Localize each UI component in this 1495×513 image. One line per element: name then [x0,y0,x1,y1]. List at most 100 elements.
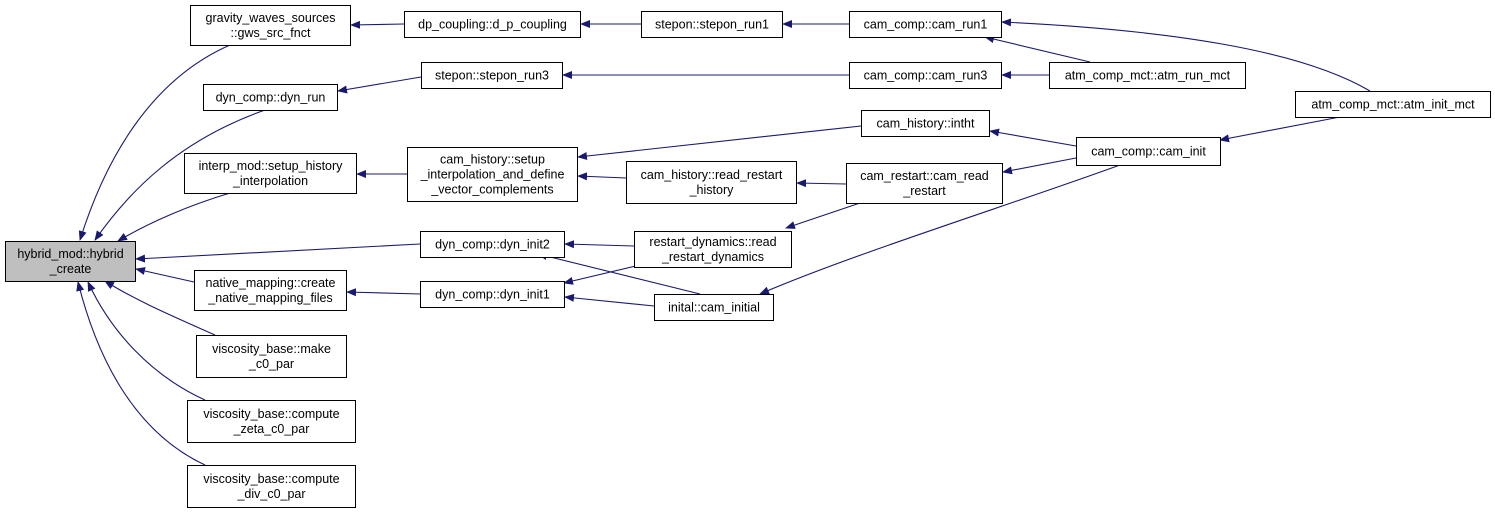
edge-dyn-init1-to-create-native-mapping-files [346,288,421,297]
node-cam-initial[interactable]: inital::cam_initial [654,294,774,321]
node-label: ::gws_src_fnct [231,26,311,40]
edge-compute-div-c0-par-to-hybrid-create [76,281,206,466]
node-atm-run-mct[interactable]: atm_comp_mct::atm_run_mct [1049,62,1246,89]
node-cam-read-restart[interactable]: cam_restart::cam_read_restart [846,163,1003,204]
node-label: stepon::stepon_run3 [435,69,549,83]
node-label: cam_comp::cam_run3 [864,69,988,83]
node-hybrid-create: hybrid_mod::hybrid_create [5,241,136,282]
edge-dyn-run-to-hybrid-create [94,109,266,241]
node-label: restart_dynamics::read [649,235,776,249]
node-label: atm_comp_mct::atm_init_mct [1311,98,1475,112]
node-box [407,147,578,202]
node-box [187,465,356,508]
edge-gws-src-fnct-to-hybrid-create [78,44,231,241]
node-box [420,231,565,258]
node-dyn-init2[interactable]: dyn_comp::dyn_init2 [420,231,565,258]
node-label: cam_comp::cam_init [1091,145,1206,159]
node-box [634,231,792,268]
node-create-native-mapping-files[interactable]: native_mapping::create_native_mapping_fi… [194,270,347,311]
node-label: cam_history::setup [440,153,545,167]
node-label: cam_history::read_restart [641,168,783,182]
node-gws-src-fnct[interactable]: gravity_waves_sources::gws_src_fnct [190,5,351,46]
node-box [846,163,1003,204]
node-label: inital::cam_initial [668,301,760,315]
node-box [404,11,581,38]
node-label: _vector_complements [430,183,553,197]
node-box [1076,137,1221,166]
edge-read-restart-dynamics-to-dyn-init2 [564,240,635,249]
node-intht[interactable]: cam_history::intht [861,110,990,137]
node-label: _zeta_c0_par [233,422,310,436]
edge-read-restart-history-to-setup-interp-vector [577,172,627,181]
node-box [421,62,563,89]
node-label: _interpolation [232,174,308,188]
node-dyn-init1[interactable]: dyn_comp::dyn_init1 [420,281,565,308]
edge-cam-init-to-cam-initial [759,164,1121,295]
node-box [641,11,783,38]
node-label: _native_mapping_files [207,291,332,305]
node-label: _restart_dynamics [661,250,764,264]
edge-compute-zeta-c0-par-to-hybrid-create [87,281,206,401]
edge-stepon-run3-to-dyn-run [337,76,422,94]
node-make-c0-par[interactable]: viscosity_base::make_c0_par [196,335,347,378]
node-box [849,62,1002,89]
node-box [849,11,1002,38]
node-label: _c0_par [248,357,294,371]
node-label: dyn_comp::dyn_init2 [435,238,550,252]
node-box [194,270,347,311]
node-stepon-run1[interactable]: stepon::stepon_run1 [641,11,783,38]
node-label: viscosity_base::compute [203,472,339,486]
node-compute-div-c0-par[interactable]: viscosity_base::compute_div_c0_par [187,465,356,508]
node-label: atm_comp_mct::atm_run_mct [1065,69,1231,83]
edge-cam-initial-to-dyn-init2 [537,252,701,295]
node-box [196,335,347,378]
node-box [203,84,338,111]
node-stepon-run3[interactable]: stepon::stepon_run3 [421,62,563,89]
node-read-restart-dynamics[interactable]: restart_dynamics::read_restart_dynamics [634,231,792,268]
node-label: dyn_comp::dyn_run [216,91,326,105]
node-label: _interpolation_and_define [420,168,565,182]
node-box [190,5,351,46]
edge-atm-init-mct-to-cam-init [1219,116,1341,143]
nodes-layer: hybrid_mod::hybrid_create gravity_waves_s… [5,5,1491,508]
edge-d-p-coupling-to-gws-src-fnct [350,20,405,29]
node-label: _div_c0_par [236,487,305,501]
node-read-restart-history[interactable]: cam_history::read_restart_history [626,161,797,204]
node-label: viscosity_base::compute [203,407,339,421]
node-box [5,241,136,282]
node-cam-run3[interactable]: cam_comp::cam_run3 [849,62,1002,89]
node-setup-interp-vector[interactable]: cam_history::setup_interpolation_and_def… [407,147,578,202]
node-label: hybrid_mod::hybrid [17,247,123,261]
edges-layer [76,18,1371,466]
node-box [654,294,774,321]
node-box [420,281,565,308]
node-label: cam_comp::cam_run1 [864,18,988,32]
node-label: _history [689,183,735,197]
node-label: cam_history::intht [877,117,975,131]
node-box [861,110,990,137]
node-label: dp_coupling::d_p_coupling [418,18,567,32]
edge-atm-run-mct-to-cam-run1 [984,35,1091,63]
node-cam-init[interactable]: cam_comp::cam_init [1076,137,1221,166]
node-d-p-coupling[interactable]: dp_coupling::d_p_coupling [404,11,581,38]
node-label: stepon::stepon_run1 [655,18,769,32]
node-atm-init-mct[interactable]: atm_comp_mct::atm_init_mct [1295,91,1491,118]
node-dyn-run[interactable]: dyn_comp::dyn_run [203,84,338,111]
node-box [184,153,357,194]
edge-cam-initial-to-dyn-init1 [564,293,655,307]
node-label: dyn_comp::dyn_init1 [435,288,550,302]
edge-cam-read-restart-to-read-restart-history [796,179,847,188]
node-setup-history-interpolation[interactable]: interp_mod::setup_history_interpolation [184,153,357,194]
node-label: interp_mod::setup_history [199,159,344,173]
node-label: _restart [902,184,946,198]
node-cam-run1[interactable]: cam_comp::cam_run1 [849,11,1002,38]
edge-create-native-mapping-files-to-hybrid-create [135,267,195,283]
edge-cam-read-restart-to-read-restart-dynamics [785,202,861,229]
node-compute-zeta-c0-par[interactable]: viscosity_base::compute_zeta_c0_par [187,400,356,443]
node-box [1049,62,1246,89]
node-label: _create [49,262,92,276]
node-label: native_mapping::create [206,276,336,290]
edge-dyn-init2-to-hybrid-create [135,243,421,263]
edge-cam-init-to-cam-read-restart [1002,157,1077,175]
